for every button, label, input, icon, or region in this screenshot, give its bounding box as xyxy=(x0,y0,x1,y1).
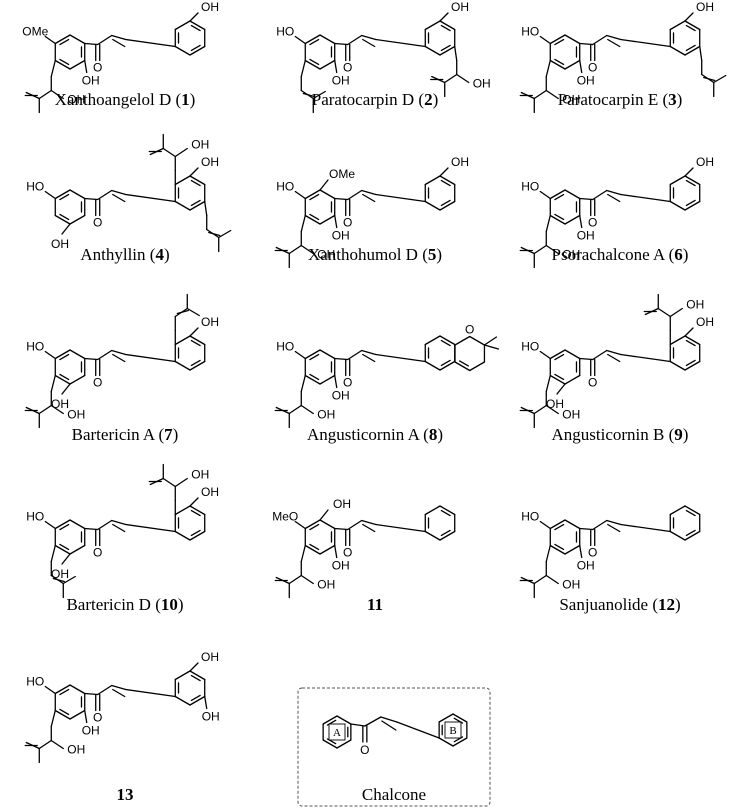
ring-b-hydroxyl: OH xyxy=(201,315,219,329)
hydroxyl-label: OH xyxy=(67,93,85,107)
ring-a-substituent: HO xyxy=(26,340,44,354)
ring-b-hydroxyl: OH xyxy=(201,650,219,664)
ring-a-substituent: OMe xyxy=(22,25,48,39)
ring-a-hydroxyl: OH xyxy=(51,397,69,411)
chalcone-reference-box: A B O Chalcone xyxy=(297,687,491,807)
ring-a-hydroxyl: OH xyxy=(577,74,595,88)
carbonyl-oxygen: O xyxy=(588,61,597,75)
ring-a-hydroxyl: OH xyxy=(577,229,595,243)
compound-12: O HO OH OH xyxy=(519,505,701,599)
ring-a-substituent: HO xyxy=(521,25,539,39)
ring-b-hydroxyl: OH xyxy=(451,155,469,169)
compound-4: O HO OH OH OH xyxy=(26,133,232,253)
caption-compound-5: Xanthohumol D (5) xyxy=(308,245,442,264)
carbonyl-oxygen: O xyxy=(343,546,352,560)
ring-a-hydroxyl: OH xyxy=(332,389,350,403)
hydroxyl-label: OH xyxy=(473,77,491,91)
ring-b-hydroxyl: OH xyxy=(201,155,219,169)
ring-b-hydroxyl: OH xyxy=(451,0,469,14)
ring-a-substituent: HO xyxy=(276,340,294,354)
carbonyl-oxygen: O xyxy=(343,216,352,230)
caption-compound-9: Angusticornin B (9) xyxy=(552,425,689,444)
ring-a-hydroxyl: OH xyxy=(332,74,350,88)
hydroxyl-label: OH xyxy=(562,248,580,262)
caption-compound-7: Bartericin A (7) xyxy=(72,425,179,444)
chalcone-carbonyl-oxygen: O xyxy=(360,743,369,757)
carbonyl-oxygen: O xyxy=(588,546,597,560)
caption-compound-3: Paratocarpin E (3) xyxy=(558,90,683,109)
hydroxyl-label: OH xyxy=(191,468,209,482)
caption-compound-6: Psorachalcone A (6) xyxy=(552,245,689,264)
ring-a-substituent: HO xyxy=(521,340,539,354)
hydroxyl-label: OH xyxy=(562,408,580,422)
carbonyl-oxygen: O xyxy=(343,376,352,390)
carbonyl-oxygen: O xyxy=(93,546,102,560)
carbonyl-oxygen: O xyxy=(588,216,597,230)
hydroxyl-label: OH xyxy=(562,578,580,592)
ring-a-hydroxyl: OH xyxy=(332,559,350,573)
ring-a-substituent: MeO xyxy=(272,510,298,524)
hydroxyl-label: OH xyxy=(317,408,335,422)
compound-11: O MeO OH OH OH xyxy=(272,497,456,599)
ring-a-hydroxyl: OH xyxy=(82,724,100,738)
ring-b-hydroxyl: OH xyxy=(696,0,714,14)
ring-b-label: B xyxy=(449,725,456,737)
hydroxyl-label: OH xyxy=(317,248,335,262)
ring-a-hydroxyl: OH xyxy=(51,237,69,251)
compound-13: O HO OH OH OH OH xyxy=(24,650,220,764)
hydroxyl-label: OH xyxy=(686,298,704,312)
ring-b-hydroxyl: OH xyxy=(202,710,220,724)
compound-10: O HO OH OH OH xyxy=(26,463,219,599)
caption-compound-1: Xanthoangelol D (1) xyxy=(55,90,196,109)
hydroxyl-label: OH xyxy=(67,743,85,757)
carbonyl-oxygen: O xyxy=(588,376,597,390)
caption-compound-12: Sanjuanolide (12) xyxy=(559,595,680,614)
ring-a-hydroxyl: OH xyxy=(332,229,350,243)
ring-b-hydroxyl: OH xyxy=(201,0,219,14)
ring-a-label: A xyxy=(333,727,341,739)
ring-a-substituent: HO xyxy=(276,25,294,39)
carbonyl-oxygen: O xyxy=(343,61,352,75)
compound-6: O HO OH OH OH xyxy=(519,155,714,269)
ring-a-substituent: HO xyxy=(276,180,294,194)
ring-a-substituent: HO xyxy=(26,180,44,194)
caption-compound-13: 13 xyxy=(117,785,134,804)
ring-a-substituent: HO xyxy=(521,510,539,524)
carbonyl-oxygen: O xyxy=(93,376,102,390)
hydroxyl-label: OH xyxy=(562,93,580,107)
ring-a-substituent: HO xyxy=(26,675,44,689)
caption-compound-11: 11 xyxy=(367,595,383,614)
caption-compound-8: Angusticornin A (8) xyxy=(307,425,443,444)
compound-3: O HO OH OH OH xyxy=(519,0,727,114)
ring-a-substituent: HO xyxy=(521,180,539,194)
chalcone-title: Chalcone xyxy=(362,785,426,804)
carbonyl-oxygen: O xyxy=(93,61,102,75)
ring-b-hydroxyl: OH xyxy=(201,485,219,499)
hydroxyl-label: OH xyxy=(67,408,85,422)
ring-b-hydroxyl: OH xyxy=(696,155,714,169)
caption-compound-10: Bartericin D (10) xyxy=(66,595,183,614)
ring-b-hydroxyl: OH xyxy=(696,315,714,329)
compound-2: O HO OH OH OH xyxy=(276,0,491,114)
ring-a-hydroxyl: OH xyxy=(546,397,564,411)
caption-compound-2: Paratocarpin D (2) xyxy=(312,90,439,109)
chromene-oxygen: O xyxy=(465,323,474,337)
ring-a-hydroxyl: OH xyxy=(577,559,595,573)
hydroxyl-label: OH xyxy=(191,138,209,152)
hydroxyl-label: OH xyxy=(317,578,335,592)
carbonyl-oxygen: O xyxy=(93,711,102,725)
carbonyl-oxygen: O xyxy=(93,216,102,230)
ring-a-substituent: HO xyxy=(26,510,44,524)
ring-a-substituent: OH xyxy=(333,497,351,511)
ring-a-substituent: OMe xyxy=(329,167,355,181)
caption-compound-4: Anthyllin (4) xyxy=(80,245,169,264)
ring-a-hydroxyl: OH xyxy=(51,567,69,581)
ring-a-hydroxyl: OH xyxy=(82,74,100,88)
